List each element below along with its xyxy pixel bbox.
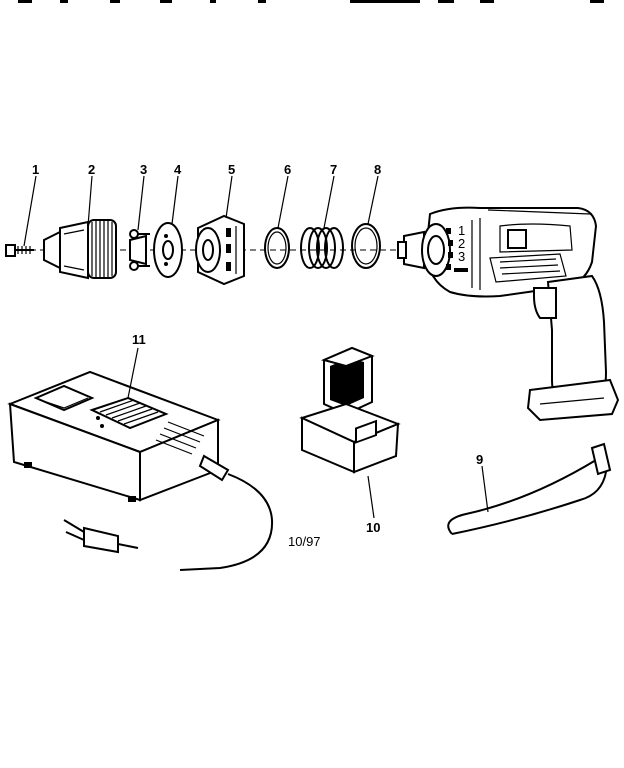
part-6-ring [264, 227, 290, 269]
speed-mark-1: 1 [458, 223, 465, 238]
part-5-gear-housing [195, 214, 245, 286]
drawing-code: 10/97 [288, 534, 321, 549]
part-10-battery [299, 346, 401, 474]
drill-body: 1 2 3 [397, 206, 620, 422]
speed-mark-2: 2 [458, 236, 465, 251]
callout-5: 5 [228, 162, 235, 177]
speed-mark-3: 3 [458, 249, 465, 264]
callout-8: 8 [374, 162, 381, 177]
callout-9: 9 [476, 452, 483, 467]
part-4-plate [153, 222, 183, 278]
part-7-spring [300, 227, 344, 269]
callout-1: 1 [32, 162, 39, 177]
part-8-washer [351, 223, 381, 269]
callout-6: 6 [284, 162, 291, 177]
part-2-chuck [43, 219, 117, 280]
callout-10: 10 [366, 520, 380, 535]
part-11-charger [7, 370, 274, 571]
part-9-strap [447, 442, 612, 535]
callout-2: 2 [88, 162, 95, 177]
callout-11: 11 [132, 332, 146, 347]
callout-3: 3 [140, 162, 147, 177]
part-3-screws [129, 229, 150, 271]
cropped-header-fragment [18, 0, 604, 3]
leader-lines [23, 175, 489, 519]
callout-7: 7 [330, 162, 337, 177]
part-1-screw [5, 244, 34, 257]
callout-4: 4 [174, 162, 182, 177]
